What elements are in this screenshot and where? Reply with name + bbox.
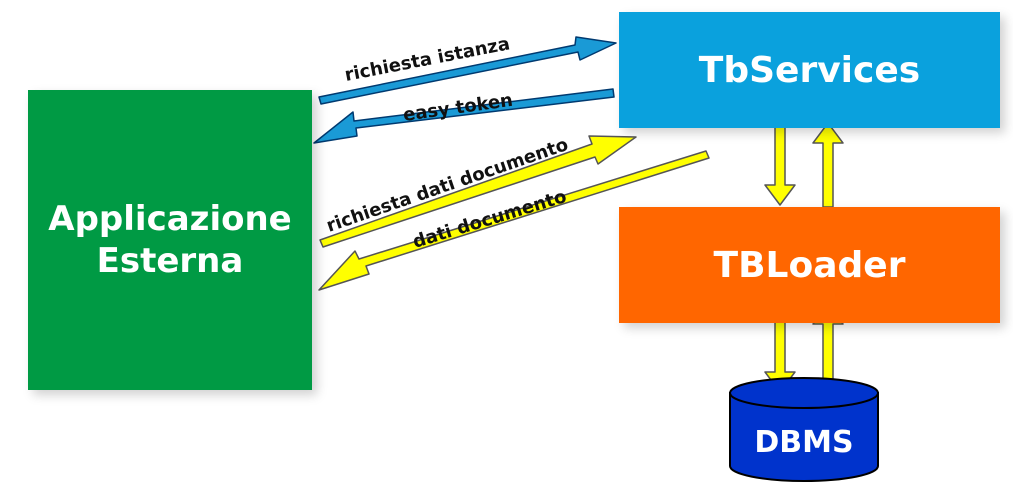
node-tbloader: TBLoader	[619, 207, 1000, 323]
arrow-easy-token	[313, 88, 615, 144]
arrow-dati-documento	[318, 150, 710, 291]
dbms-cylinder: DBMS	[729, 377, 879, 482]
arrow-richiesta-dati-documento	[319, 135, 637, 248]
app-label-line1: Applicazione	[48, 199, 292, 239]
app-label-line2: Esterna	[96, 241, 244, 281]
tbservices-label: TbServices	[698, 49, 921, 91]
node-applicazione-esterna: Applicazione Esterna	[28, 90, 312, 390]
node-tbservices: TbServices	[619, 12, 1000, 128]
arrow-richiesta-istanza	[318, 36, 617, 105]
arrow-tbservices-to-tbloader	[764, 122, 796, 206]
tbloader-label: TBLoader	[713, 244, 906, 286]
arrow-tbloader-to-tbservices	[812, 122, 844, 208]
label-easy-token: easy token	[402, 90, 514, 126]
dbms-label: DBMS	[754, 425, 853, 460]
